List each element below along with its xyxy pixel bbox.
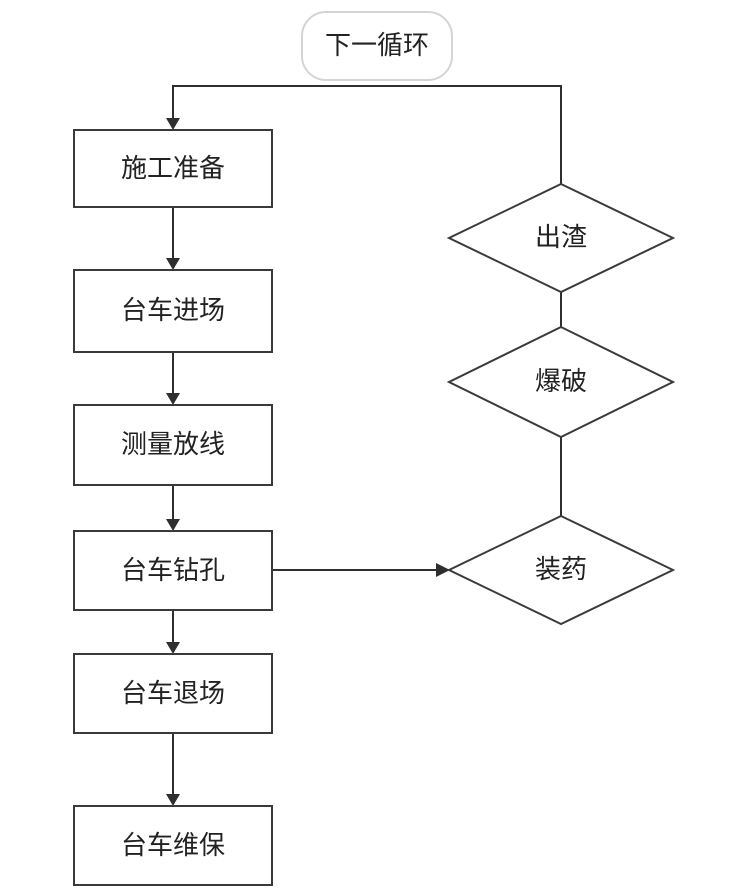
arrow-into-enter [166, 258, 180, 270]
step-exit: 台车退场 [73, 653, 273, 734]
arrow-into-survey [166, 393, 180, 405]
arrow-into-prep [166, 118, 180, 130]
step-survey-label: 测量放线 [121, 430, 225, 460]
step-enter-label: 台车进场 [121, 296, 225, 326]
decision-charge-label: 装药 [535, 555, 587, 585]
step-maintain-label: 台车维保 [121, 831, 225, 861]
step-survey: 测量放线 [73, 404, 273, 486]
step-drill: 台车钻孔 [73, 530, 273, 611]
step-prep: 施工准备 [73, 129, 273, 208]
decision-charge: 装药 [446, 514, 676, 626]
decision-blast: 爆破 [446, 325, 676, 439]
step-maintain: 台车维保 [73, 805, 273, 886]
edge-muck-to-prep [172, 85, 562, 184]
step-enter: 台车进场 [73, 269, 273, 353]
arrow-into-charge [436, 563, 450, 577]
next-cycle-label: 下一循环 [325, 31, 429, 61]
step-drill-label: 台车钻孔 [121, 556, 225, 586]
decision-blast-label: 爆破 [535, 367, 587, 397]
arrow-into-exit [166, 642, 180, 654]
arrow-into-drill [166, 519, 180, 531]
decision-muck-label: 出渣 [535, 223, 587, 253]
step-exit-label: 台车退场 [121, 679, 225, 709]
decision-muck: 出渣 [446, 182, 676, 294]
arrow-into-maintain [166, 794, 180, 806]
next-cycle-node: 下一循环 [301, 11, 453, 81]
step-prep-label: 施工准备 [121, 154, 225, 184]
